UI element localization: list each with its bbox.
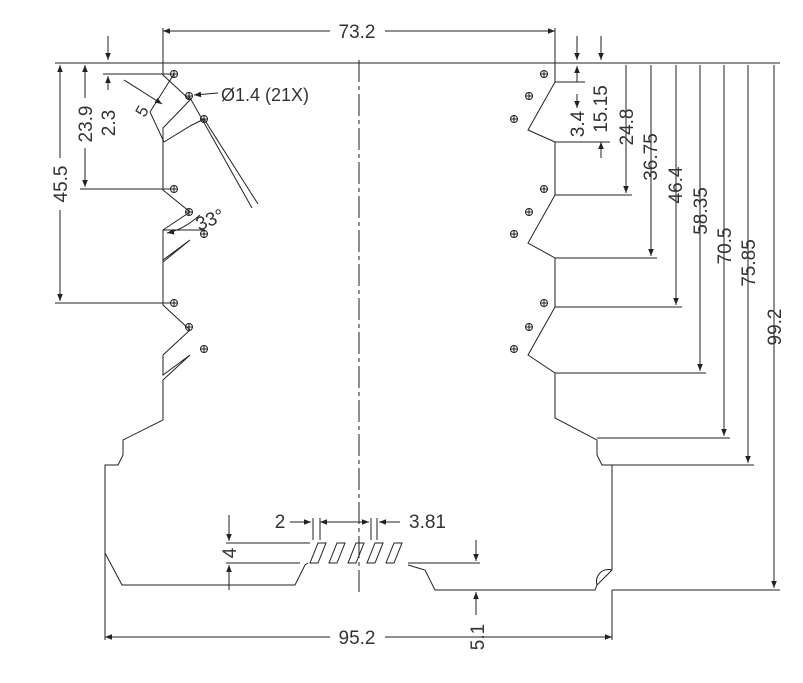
dim-left-5: 5 (132, 102, 153, 120)
dim-right-3-4: 3.4 (568, 110, 589, 137)
hole (525, 323, 533, 331)
dim-bottom-5-1: 5.1 (468, 624, 489, 650)
dim-left-45-5: 45.5 (51, 166, 72, 203)
dim-right-36-75: 36.75 (641, 133, 662, 181)
dim-left-23-9: 23.9 (76, 106, 97, 143)
dim-right-75-85: 75.85 (739, 239, 760, 287)
dim-right-99-2: 99.2 (765, 309, 786, 346)
dim-right-46-4: 46.4 (666, 166, 687, 203)
dimension-labels: 73.2 95.2 Ø1.4 (21X) 33° 23.9 2.3 45.5 5… (51, 22, 786, 650)
dim-top-width: 73.2 (339, 22, 376, 43)
hole (525, 92, 533, 100)
dim-right-58-35: 58.35 (691, 187, 712, 235)
slots (226, 518, 480, 564)
hole (540, 70, 548, 78)
hole (185, 208, 193, 216)
dim-slot-4: 4 (220, 547, 241, 558)
hole (185, 323, 193, 331)
dim-slot-3-81: 3.81 (409, 512, 446, 533)
hole (200, 345, 208, 353)
hole (525, 208, 533, 216)
hole (510, 230, 518, 238)
dim-hole-callout: Ø1.4 (21X) (221, 85, 309, 105)
dim-bottom-width: 95.2 (339, 628, 376, 649)
hole (540, 299, 548, 307)
hole (540, 185, 548, 193)
hole (510, 345, 518, 353)
dim-left-2-3: 2.3 (99, 110, 120, 136)
dim-slot-2: 2 (275, 512, 286, 533)
hole (510, 115, 518, 123)
dim-right-24-8: 24.8 (617, 109, 638, 146)
dimension-lines (55, 28, 780, 640)
dim-angle: 33° (193, 205, 228, 235)
dim-right-70-5: 70.5 (715, 228, 736, 265)
dim-right-15-15: 15.15 (591, 85, 612, 133)
